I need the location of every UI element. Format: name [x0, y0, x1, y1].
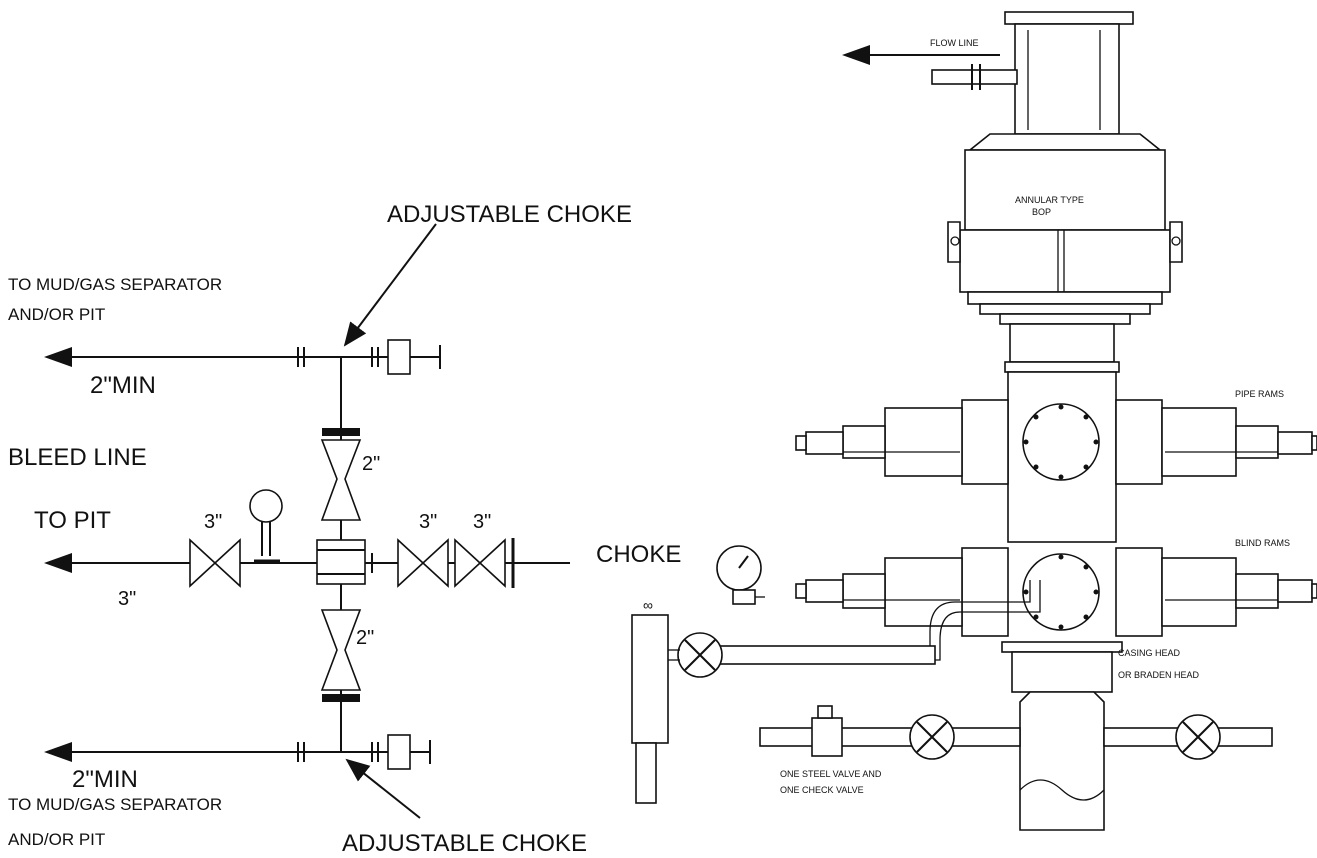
label-mud-gas-top-2: AND/OR PIT — [8, 305, 105, 324]
upper-2in-valve — [320, 428, 362, 521]
choke-line: ∞ — [631, 545, 1041, 804]
bottom-adjustable-choke-body — [387, 734, 411, 770]
casing-head — [1001, 641, 1123, 831]
bleed-gauge — [249, 489, 283, 523]
flange-upper — [1004, 361, 1120, 373]
casing-outlet-valves — [759, 705, 1273, 760]
choke-manifold — [44, 223, 570, 819]
label-size-2-lower: 2" — [356, 627, 374, 649]
label-size-3-mid: 3" — [419, 511, 437, 533]
label-casing-head-1: CASING HEAD — [1118, 648, 1181, 658]
top-line-to-separator — [44, 339, 441, 375]
label-adjustable-choke-bottom: ADJUSTABLE CHOKE — [342, 830, 587, 857]
label-casing-head-2: OR BRADEN HEAD — [1118, 670, 1200, 680]
svg-text:∞: ∞ — [643, 597, 653, 613]
bottom-line-to-separator — [44, 734, 431, 770]
label-mud-gas-bottom-1: TO MUD/GAS SEPARATOR — [8, 795, 222, 814]
label-mud-gas-bottom-2: AND/OR PIT — [8, 830, 105, 849]
label-size-3-bleed: 3" — [118, 588, 136, 610]
top-adjustable-choke-body — [387, 339, 411, 375]
label-steel-valve-1: ONE STEEL VALVE AND — [780, 769, 882, 779]
bop-stack: ∞ — [631, 11, 1317, 831]
labels: ADJUSTABLE CHOKE TO MUD/GAS SEPARATOR AN… — [8, 38, 1290, 857]
annular-bop — [947, 133, 1183, 325]
label-size-3-right: 3" — [473, 511, 491, 533]
label-flow-line: FLOW LINE — [930, 38, 979, 48]
label-mud-gas-top-1: TO MUD/GAS SEPARATOR — [8, 275, 222, 294]
label-min-bottom: 2"MIN — [72, 766, 138, 793]
label-size-2-upper: 2" — [362, 453, 380, 475]
label-choke: CHOKE — [596, 541, 681, 568]
label-min-top: 2"MIN — [90, 372, 156, 399]
riser-top — [1004, 11, 1134, 135]
flow-line — [842, 45, 1018, 90]
adjustable-choke-top-leader — [343, 223, 437, 347]
adjustable-choke-bottom-leader — [345, 758, 421, 819]
manifold-cross — [316, 539, 366, 585]
label-pipe-rams: PIPE RAMS — [1235, 389, 1284, 399]
pipe-rams — [795, 399, 1317, 485]
label-size-3-left: 3" — [204, 511, 222, 533]
label-to-pit: TO PIT — [34, 507, 111, 534]
label-bleed-line: BLEED LINE — [8, 444, 147, 471]
choke-line-3in-valves — [365, 538, 570, 588]
blind-rams — [795, 547, 1317, 637]
bleed-3in-valve — [189, 538, 241, 588]
choke-body — [631, 614, 669, 744]
bleed-line — [44, 489, 317, 588]
label-blind-rams: BLIND RAMS — [1235, 538, 1290, 548]
spool-upper — [1009, 323, 1115, 363]
label-annular-1: ANNULAR TYPE — [1015, 195, 1084, 205]
label-steel-valve-2: ONE CHECK VALVE — [780, 785, 864, 795]
label-adjustable-choke-top: ADJUSTABLE CHOKE — [387, 201, 632, 228]
lower-2in-valve — [320, 609, 362, 702]
label-annular-2: BOP — [1032, 207, 1051, 217]
